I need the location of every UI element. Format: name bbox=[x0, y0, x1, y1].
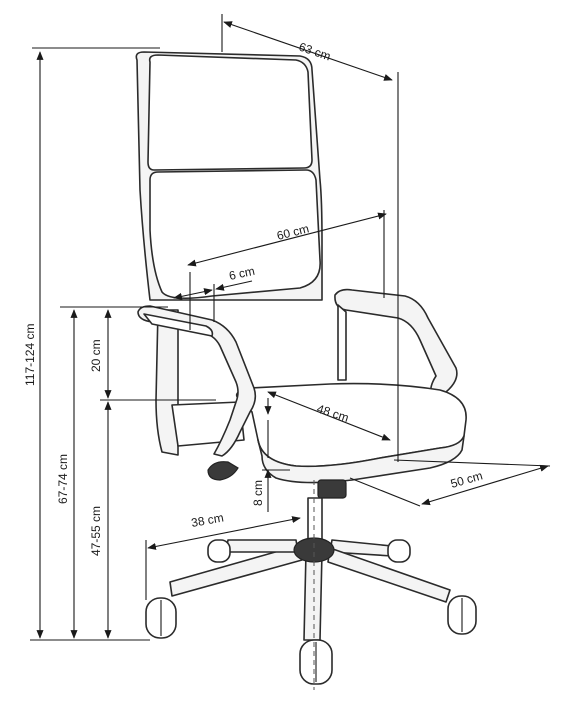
caster-back-left bbox=[207, 539, 231, 563]
caster-left bbox=[145, 597, 177, 639]
seat-underside bbox=[257, 435, 465, 484]
label-base-radius: 38 cm bbox=[190, 510, 225, 529]
label-seat-height: 47-55 cm bbox=[89, 506, 103, 556]
dimension-labels: 63 cm 117-124 cm 60 cm 6 cm 20 cm 67-74 … bbox=[23, 40, 484, 556]
caster-front bbox=[299, 639, 333, 685]
base-hub bbox=[293, 537, 335, 563]
armrest-right-support bbox=[337, 304, 347, 381]
base-leg-back-left bbox=[225, 539, 299, 553]
gas-lift-column bbox=[307, 497, 323, 545]
backrest-upper-cushion bbox=[147, 54, 313, 171]
caster-right bbox=[447, 595, 477, 635]
lower-back-panel bbox=[155, 309, 179, 456]
armrest-right bbox=[334, 288, 458, 399]
gas-lift-top bbox=[317, 479, 347, 499]
label-total-height: 117-124 cm bbox=[23, 324, 37, 386]
label-seat-width: 50 cm bbox=[449, 468, 484, 490]
base-leg-front bbox=[303, 551, 323, 641]
armrest-left-pad bbox=[143, 313, 214, 337]
label-seat-thickness: 8 cm bbox=[251, 480, 265, 506]
label-armrest-height: 20 cm bbox=[89, 339, 103, 372]
chair bbox=[135, 51, 477, 685]
label-back-offset: 6 cm bbox=[228, 264, 256, 283]
tilt-lever bbox=[207, 461, 239, 481]
caster-back-right bbox=[387, 539, 411, 563]
label-arm-height: 67-74 cm bbox=[56, 454, 70, 504]
dimension-lines bbox=[30, 14, 551, 690]
